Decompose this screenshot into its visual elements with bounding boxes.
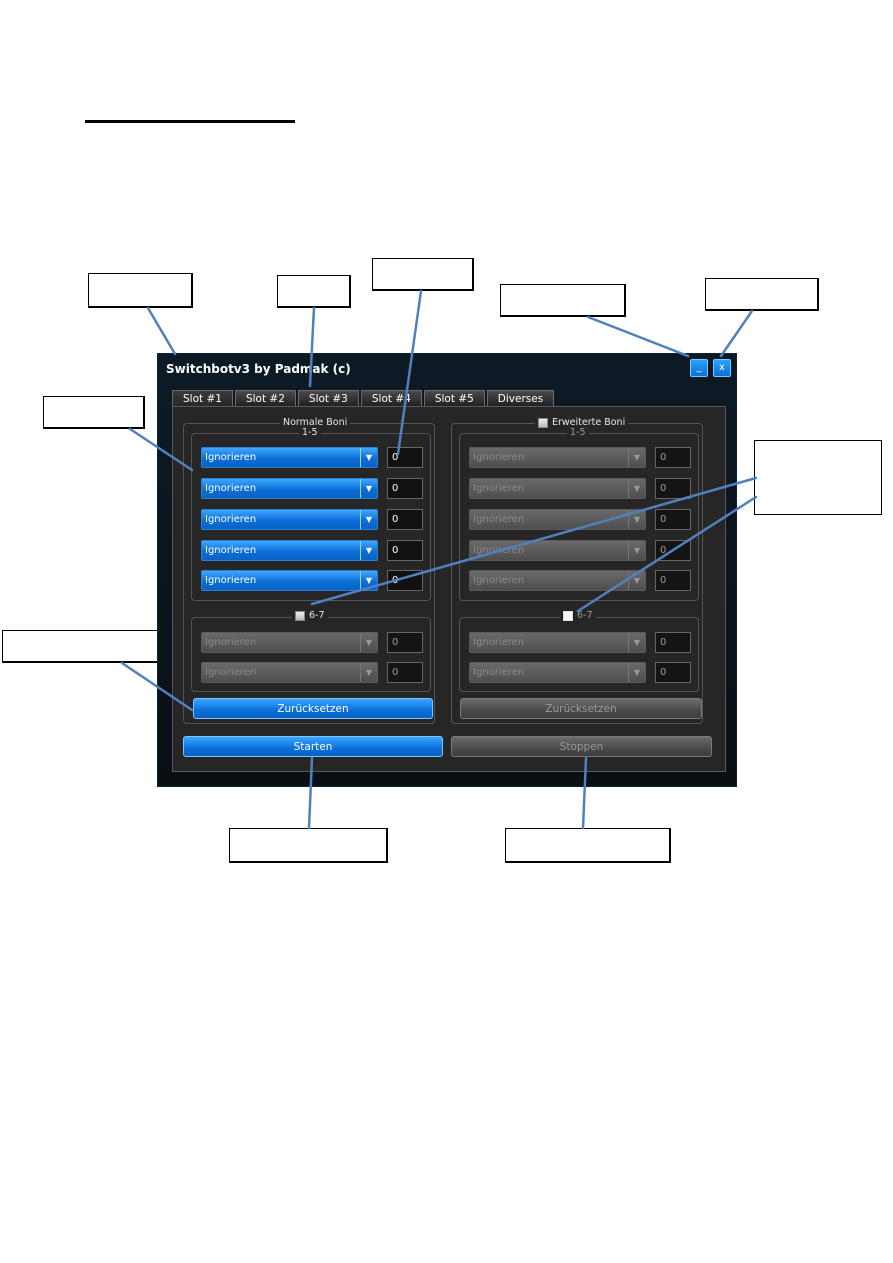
extended-bonus-select-3[interactable]: Ignorieren▼ (469, 509, 646, 530)
tab-slot-1[interactable]: Slot #1 (172, 390, 233, 407)
chevron-down-icon: ▼ (360, 479, 377, 498)
extended-amount-5[interactable]: 0 (655, 570, 691, 591)
extended-amount-2[interactable]: 0 (655, 478, 691, 499)
callout-tabs (277, 275, 351, 308)
extended-bonus-select-7[interactable]: Ignorieren▼ (469, 662, 646, 683)
chevron-down-icon: ▼ (628, 479, 645, 498)
extended-6-7-group: 6-7 Ignorieren▼ 0 Ignorieren▼ 0 (459, 610, 699, 692)
extended-amount-6[interactable]: 0 (655, 632, 691, 653)
chevron-down-icon: ▼ (360, 663, 377, 682)
extended-amount-4[interactable]: 0 (655, 540, 691, 561)
callout-title (88, 273, 193, 308)
extended-bonus-select-4[interactable]: Ignorieren▼ (469, 540, 646, 561)
normal-6-7-label: 6-7 (309, 610, 325, 621)
extended-bonus-select-2[interactable]: Ignorieren▼ (469, 478, 646, 499)
chevron-down-icon: ▼ (360, 571, 377, 590)
normal-amount-1[interactable]: 0 (387, 447, 423, 468)
normal-amount-7[interactable]: 0 (387, 662, 423, 683)
tab-slot-2[interactable]: Slot #2 (234, 390, 296, 407)
extended-1-5-label: 1-5 (567, 427, 589, 439)
chevron-down-icon: ▼ (360, 541, 377, 560)
normal-reset-button[interactable]: Zurücksetzen (193, 698, 433, 719)
normal-bonus-select-4[interactable]: Ignorieren▼ (201, 540, 378, 561)
chevron-down-icon: ▼ (628, 510, 645, 529)
chevron-down-icon: ▼ (628, 571, 645, 590)
start-button[interactable]: Starten (183, 736, 443, 757)
callout-close (705, 278, 819, 311)
chevron-down-icon: ▼ (628, 541, 645, 560)
extended-amount-7[interactable]: 0 (655, 662, 691, 683)
chevron-down-icon: ▼ (360, 510, 377, 529)
slot-tabs: Slot #1 Slot #2 Slot #3 Slot #4 Slot #5 … (172, 390, 555, 407)
extended-6-7-label: 6-7 (577, 610, 593, 621)
chevron-down-icon: ▼ (360, 633, 377, 652)
callout-stop (505, 828, 671, 863)
normal-6-7-checkbox[interactable] (295, 611, 305, 621)
extended-bonus-select-5[interactable]: Ignorieren▼ (469, 570, 646, 591)
callout-amount-field (372, 258, 474, 291)
extended-amount-1[interactable]: 0 (655, 447, 691, 468)
tab-slot-4[interactable]: Slot #4 (360, 390, 422, 407)
callout-minimize (500, 284, 626, 317)
app-window: Switchbotv3 by Padmak (c) _ x Slot #1 Sl… (157, 353, 737, 787)
chevron-down-icon: ▼ (628, 633, 645, 652)
extended-amount-3[interactable]: 0 (655, 509, 691, 530)
normal-amount-5[interactable]: 0 (387, 570, 423, 591)
stop-button[interactable]: Stoppen (451, 736, 712, 757)
tab-diverses[interactable]: Diverses (486, 390, 555, 407)
callout-dropdown (43, 396, 145, 429)
normal-1-5-group: 1-5 Ignorieren▼ 0 Ignorieren▼ 0 Ignorier… (191, 427, 431, 601)
normal-bonus-select-5[interactable]: Ignorieren▼ (201, 570, 378, 591)
normal-amount-6[interactable]: 0 (387, 632, 423, 653)
tab-slot-3[interactable]: Slot #3 (297, 390, 359, 407)
extended-1-5-group: 1-5 Ignorieren▼ 0 Ignorieren▼ 0 Ignorier… (459, 427, 699, 601)
tab-content: Normale Boni 1-5 Ignorieren▼ 0 Ignoriere… (172, 406, 726, 772)
document-underline (85, 120, 295, 123)
normal-boni-label: Normale Boni (280, 417, 351, 429)
normal-bonus-select-2[interactable]: Ignorieren▼ (201, 478, 378, 499)
normal-6-7-group: 6-7 Ignorieren▼ 0 Ignorieren▼ 0 (191, 610, 431, 692)
extended-reset-button[interactable]: Zurücksetzen (460, 698, 702, 719)
minimize-button[interactable]: _ (690, 359, 708, 377)
chevron-down-icon: ▼ (360, 448, 377, 467)
window-title: Switchbotv3 by Padmak (c) (166, 362, 351, 376)
normal-bonus-select-3[interactable]: Ignorieren▼ (201, 509, 378, 530)
normal-amount-3[interactable]: 0 (387, 509, 423, 530)
chevron-down-icon: ▼ (628, 663, 645, 682)
extended-boni-checkbox[interactable] (538, 418, 548, 428)
normal-bonus-select-6[interactable]: Ignorieren▼ (201, 632, 378, 653)
normal-amount-4[interactable]: 0 (387, 540, 423, 561)
normal-1-5-label: 1-5 (299, 427, 321, 439)
callout-start (229, 828, 388, 863)
callout-checkboxes (754, 440, 882, 515)
extended-bonus-select-6[interactable]: Ignorieren▼ (469, 632, 646, 653)
normal-bonus-select-1[interactable]: Ignorieren▼ (201, 447, 378, 468)
chevron-down-icon: ▼ (628, 448, 645, 467)
extended-bonus-select-1[interactable]: Ignorieren▼ (469, 447, 646, 468)
normal-bonus-select-7[interactable]: Ignorieren▼ (201, 662, 378, 683)
close-button[interactable]: x (713, 359, 731, 377)
extended-boni-label: Erweiterte Boni (552, 417, 626, 428)
extended-6-7-checkbox[interactable] (563, 611, 573, 621)
tab-slot-5[interactable]: Slot #5 (423, 390, 485, 407)
normal-amount-2[interactable]: 0 (387, 478, 423, 499)
